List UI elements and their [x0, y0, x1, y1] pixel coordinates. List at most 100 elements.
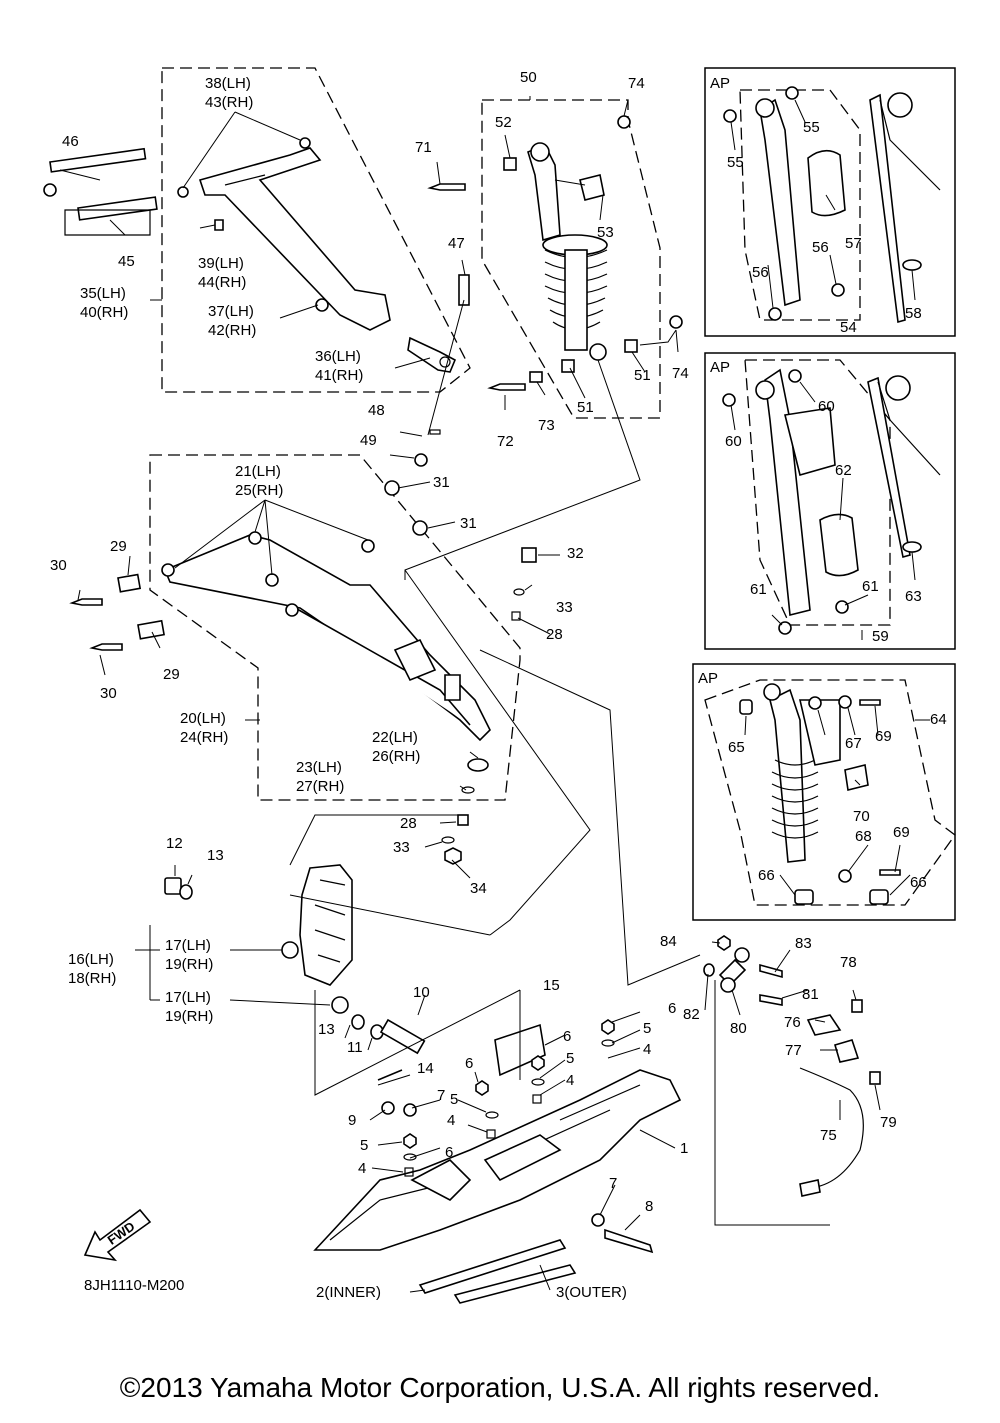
callout-7a: 7: [437, 1087, 445, 1104]
callout-29b: 29: [163, 666, 180, 683]
callout-46: 46: [62, 133, 79, 150]
callout-83: 83: [795, 935, 812, 952]
callout-25: 25(RH): [235, 482, 283, 499]
callout-61b: 61: [862, 578, 879, 595]
callout-29a: 29: [110, 538, 127, 555]
callout-2: 2(INNER): [316, 1284, 381, 1301]
callout-13b: 13: [318, 1021, 335, 1038]
callout-3: 3(OUTER): [556, 1284, 627, 1301]
callout-31a: 31: [433, 474, 450, 491]
callout-5b: 5: [566, 1050, 574, 1067]
callout-62: 62: [835, 462, 852, 479]
ap-box-2: [704, 352, 956, 650]
callout-4b: 4: [566, 1072, 574, 1089]
callout-56a: 56: [812, 239, 829, 256]
callout-20: 20(LH): [180, 710, 226, 727]
callout-9: 9: [348, 1112, 356, 1129]
callout-34: 34: [470, 880, 487, 897]
callout-24: 24(RH): [180, 729, 228, 746]
callout-84: 84: [660, 933, 677, 950]
callout-4c: 4: [447, 1112, 455, 1129]
callout-54: 54: [840, 319, 857, 336]
callout-47: 47: [448, 235, 465, 252]
steering-link-part: [703, 935, 881, 1197]
callout-30b: 30: [100, 685, 117, 702]
callout-21: 21(LH): [235, 463, 281, 480]
ap1-shock-part: [723, 86, 941, 324]
callout-82: 82: [683, 1006, 700, 1023]
callout-31b: 31: [460, 515, 477, 532]
callout-81: 81: [802, 986, 819, 1003]
callout-26: 26(RH): [372, 748, 420, 765]
callout-60a: 60: [818, 398, 835, 415]
callout-13a: 13: [207, 847, 224, 864]
callout-48: 48: [368, 402, 385, 419]
callout-59: 59: [872, 628, 889, 645]
callout-40: 40(RH): [80, 304, 128, 321]
callout-70: 70: [853, 808, 870, 825]
callout-79: 79: [880, 1114, 897, 1131]
callout-65: 65: [728, 739, 745, 756]
callout-7b: 7: [609, 1175, 617, 1192]
callout-57: 57: [845, 235, 862, 252]
callout-69a: 69: [875, 728, 892, 745]
callout-33b: 33: [393, 839, 410, 856]
ap-label-2: AP: [710, 359, 730, 376]
callout-6d: 6: [445, 1144, 453, 1161]
ap-box-1: [704, 67, 956, 337]
callout-37: 37(LH): [208, 303, 254, 320]
callout-19a: 19(RH): [165, 956, 213, 973]
callout-43: 43(RH): [205, 94, 253, 111]
lower-arm-group-outline: [149, 454, 521, 801]
ap2-shock-part: [722, 359, 941, 635]
callout-10: 10: [413, 984, 430, 1001]
callout-6b: 6: [563, 1028, 571, 1045]
callout-75: 75: [820, 1127, 837, 1144]
callout-52: 52: [495, 114, 512, 131]
callout-67: 67: [845, 735, 862, 752]
callout-33a: 33: [556, 599, 573, 616]
callout-58: 58: [905, 305, 922, 322]
bolt-47: [414, 274, 470, 467]
callout-15: 15: [543, 977, 560, 994]
callout-60b: 60: [725, 433, 742, 450]
callout-17b: 17(LH): [165, 989, 211, 1006]
callout-76: 76: [784, 1014, 801, 1031]
callout-42: 42(RH): [208, 322, 256, 339]
upper-arm-group-outline: [161, 67, 471, 393]
callout-17a: 17(LH): [165, 937, 211, 954]
shock-50-part: [427, 115, 683, 391]
callout-4d: 4: [358, 1160, 366, 1177]
callout-18: 18(RH): [68, 970, 116, 987]
callout-61a: 61: [750, 581, 767, 598]
callout-50: 50: [520, 69, 537, 86]
callout-41: 41(RH): [315, 367, 363, 384]
callout-64: 64: [930, 711, 947, 728]
callout-74a: 74: [628, 75, 645, 92]
callout-51b: 51: [577, 399, 594, 416]
callout-51a: 51: [634, 367, 651, 384]
callout-labels: AP AP AP 38(LH) 43(RH) 46 45 39(LH) 44(R…: [50, 69, 947, 1301]
copyright-notice: ©2013 Yamaha Motor Corporation, U.S.A. A…: [119, 1372, 881, 1403]
callout-22: 22(LH): [372, 729, 418, 746]
callout-68: 68: [855, 828, 872, 845]
callout-32: 32: [567, 545, 584, 562]
callout-74b: 74: [672, 365, 689, 382]
callout-5a: 5: [643, 1020, 651, 1037]
callout-44: 44(RH): [198, 274, 246, 291]
callout-19b: 19(RH): [165, 1008, 213, 1025]
callout-39: 39(LH): [198, 255, 244, 272]
callout-72: 72: [497, 433, 514, 450]
callout-80: 80: [730, 1020, 747, 1037]
ap-box-3: [692, 663, 956, 921]
callout-1: 1: [680, 1140, 688, 1157]
ap-label-1: AP: [710, 75, 730, 92]
callout-11: 11: [347, 1039, 363, 1056]
callout-5d: 5: [360, 1137, 368, 1154]
ap-label-3: AP: [698, 670, 718, 687]
ski-part: [313, 1019, 682, 1304]
callout-55a: 55: [803, 119, 820, 136]
callout-77: 77: [785, 1042, 802, 1059]
callout-71: 71: [415, 139, 432, 156]
